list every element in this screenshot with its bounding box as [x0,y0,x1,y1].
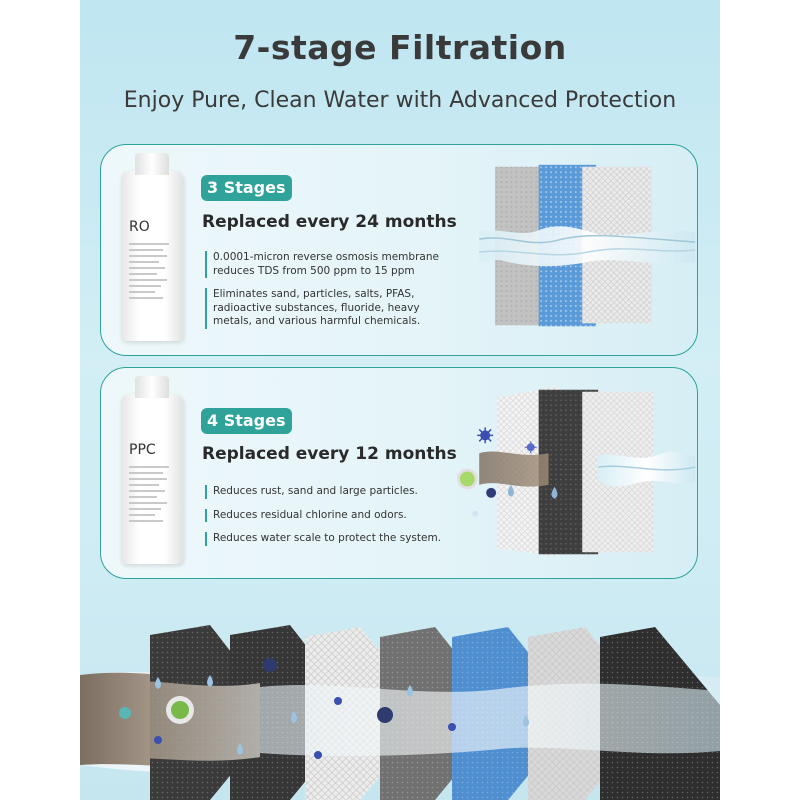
feature-item: Eliminates sand, particles, salts, PFAS,… [205,288,453,329]
ro-membrane-layers-illustration [479,164,696,327]
feature-item: Reduces residual chlorine and odors. [205,508,453,522]
cartridge-label: RO [129,219,150,235]
feature-list: Reduces rust, sand and large particles. … [205,485,453,556]
stages-badge: 3 Stages [201,175,292,201]
water-drop-icon [507,484,558,499]
feature-item: 0.0001-micron reverse osmosis membrane r… [205,251,453,278]
water-drop-icon [155,675,529,755]
replacement-interval: Replaced every 24 months [202,212,457,232]
particle-icon [119,658,393,723]
replacement-interval: Replaced every 12 months [202,444,457,464]
virus-icon [477,427,494,444]
virus-icon [154,697,456,759]
ppc-filter-layers-illustration [456,385,696,557]
ro-filter-card: RO 3 Stages Replaced every 24 months 0.0… [100,144,698,356]
bacteria-icon [456,468,478,490]
cartridge-fine-print [129,466,173,526]
ppc-filter-card: PPC 4 Stages Replaced every 12 months Re… [100,367,698,579]
cartridge-cap [135,376,169,398]
feature-item: Reduces water scale to protect the syste… [205,532,453,546]
virus-icon [524,441,537,454]
page-title: 7-stage Filtration [233,28,567,67]
clean-water-flow [598,451,696,487]
cartridge-cap [135,153,169,175]
stages-badge: 4 Stages [201,408,292,434]
water-flow-stream [479,226,696,267]
particle-icon [472,487,497,517]
page-subtitle: Enjoy Pure, Clean Water with Advanced Pr… [123,88,677,113]
feature-list: 0.0001-micron reverse osmosis membrane r… [205,251,453,339]
cartridge-fine-print [129,243,173,303]
feature-item: Reduces rust, sand and large particles. [205,485,453,499]
cartridge-label: PPC [129,442,156,458]
seven-layer-filtration-illustration [80,625,720,800]
bacteria-icon [166,696,194,724]
dirty-water-flow [479,451,549,487]
ppc-filter-cartridge: PPC [121,376,183,564]
ro-filter-cartridge: RO [121,153,183,341]
